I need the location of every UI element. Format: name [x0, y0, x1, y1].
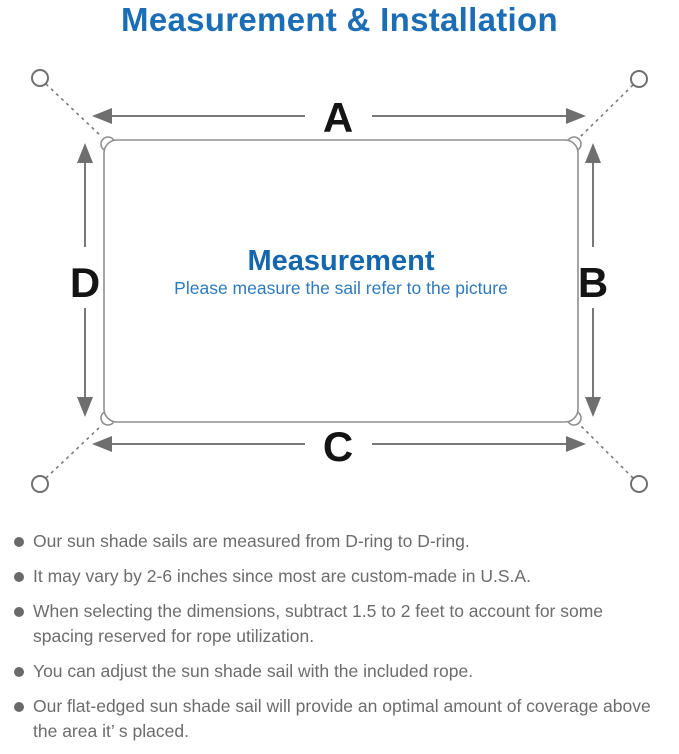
anchor-point-bottom-right	[630, 475, 648, 493]
list-item: When selecting the dimensions, subtract …	[13, 599, 666, 649]
rope-dashed-line-bottom-right	[579, 424, 634, 479]
note-text: You can adjust the sun shade sail with t…	[33, 661, 474, 681]
bullet-icon	[14, 572, 24, 582]
dimension-label-c: C	[323, 423, 353, 470]
diagram-caption: Please measure the sail refer to the pic…	[174, 278, 508, 298]
rope-dashed-line-top-right	[579, 84, 634, 138]
anchor-point-bottom-left	[31, 475, 49, 493]
dimension-label-b: B	[578, 259, 608, 306]
bullet-icon	[14, 607, 24, 617]
dimension-arrow-a	[92, 108, 586, 124]
dimension-label-d: D	[70, 259, 100, 306]
arrowhead-left-icon	[92, 436, 112, 452]
page-title: Measurement & Installation	[121, 1, 558, 38]
note-text: Our sun shade sails are measured from D-…	[33, 531, 470, 551]
list-item: It may vary by 2-6 inches since most are…	[13, 564, 666, 589]
dimension-arrow-d	[77, 143, 93, 417]
arrowhead-right-icon	[566, 436, 586, 452]
diagram-heading: Measurement	[248, 245, 435, 277]
list-item: You can adjust the sun shade sail with t…	[13, 659, 666, 684]
arrowhead-down-icon	[585, 397, 601, 417]
arrowhead-up-icon	[585, 143, 601, 163]
note-text: Our flat-edged sun shade sail will provi…	[33, 696, 651, 741]
sail-outline	[103, 139, 579, 423]
dimension-label-a: A	[323, 94, 353, 141]
rope-dashed-line-top-left	[45, 83, 103, 138]
list-item: Our sun shade sails are measured from D-…	[13, 529, 666, 554]
bullet-icon	[14, 702, 24, 712]
note-text: When selecting the dimensions, subtract …	[33, 601, 604, 646]
rope-dashed-line-bottom-left	[45, 424, 103, 479]
arrowhead-right-icon	[566, 108, 586, 124]
arrowhead-down-icon	[77, 397, 93, 417]
bullet-icon	[14, 667, 24, 677]
dimension-arrow-c	[92, 436, 586, 452]
arrowhead-left-icon	[92, 108, 112, 124]
list-item: Our flat-edged sun shade sail will provi…	[13, 694, 666, 744]
anchor-point-top-right	[630, 70, 648, 88]
dimension-arrow-b	[585, 143, 601, 417]
arrowhead-up-icon	[77, 143, 93, 163]
anchor-point-top-left	[31, 69, 49, 87]
notes-list: Our sun shade sails are measured from D-…	[13, 529, 666, 754]
bullet-icon	[14, 537, 24, 547]
note-text: It may vary by 2-6 inches since most are…	[33, 566, 531, 586]
